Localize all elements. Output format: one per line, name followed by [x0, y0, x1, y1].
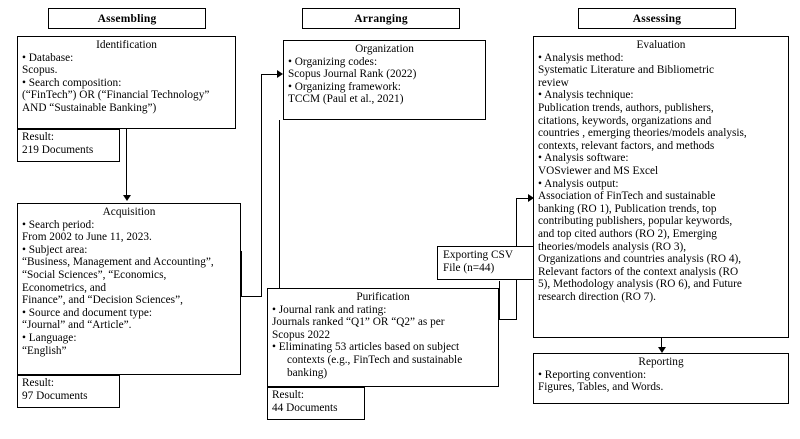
connector-acquisition-to-organization-vertical	[261, 74, 262, 296]
box-evaluation-line-4: • Analysis technique:	[538, 89, 634, 102]
box-purification-line-3: Scopus 2022	[272, 328, 331, 341]
box-evaluation-line-18: Relevant factors of the context analysis…	[538, 265, 739, 278]
connector-csv-to-evaluation-horizontal	[516, 198, 530, 199]
box-reporting-title: Reporting	[638, 356, 684, 368]
box-acquisition-line-4: “Business, Management and Accounting”,	[22, 256, 214, 269]
column-header-assessing: Assessing	[578, 8, 736, 29]
column-header-assembling-label: Assembling	[97, 12, 157, 25]
box-evaluation-line-8: contexts, relevant factors, and methods	[538, 139, 715, 152]
box-evaluation-line-10: VOSviewer and MS Excel	[538, 164, 659, 177]
box-evaluation-line-14: contributing publishers, popular keyword…	[538, 215, 733, 228]
box-acquisition-line-10: • Language:	[22, 331, 77, 344]
result-value-purification: 44 Documents	[272, 401, 338, 414]
box-evaluation-line-7: countries , emerging theories/models ana…	[538, 127, 747, 140]
result-label-acquisition: Result:	[22, 377, 55, 389]
box-acquisition-line-9: “Journal” and “Article”.	[22, 319, 132, 332]
box-evaluation: Evaluation • Analysis method: Systematic…	[533, 36, 789, 338]
box-organization: Organization • Organizing codes: Scopus …	[283, 40, 486, 120]
exporting-csv-line-2: File (n=44)	[443, 262, 495, 274]
connector-acquisition-to-organization-horizontal	[261, 74, 279, 75]
box-evaluation-line-2: Systematic Literature and Bibliometric	[538, 64, 714, 77]
box-evaluation-title: Evaluation	[636, 39, 686, 51]
result-box-acquisition: Result: 97 Documents	[17, 375, 120, 408]
box-evaluation-line-6: citations, keywords, organizations and	[538, 114, 712, 127]
box-acquisition-line-3: • Subject area:	[22, 243, 88, 256]
box-identification-line-4: (“FinTech”) OR (“Financial Technology”	[22, 89, 210, 102]
box-acquisition-line-2: From 2002 to June 11, 2023.	[22, 231, 152, 244]
arrowhead-csv-to-evaluation	[528, 194, 534, 202]
box-purification-line-1: • Journal rank and rating:	[272, 303, 387, 316]
result-label-identification: Result:	[22, 131, 55, 143]
result-label-purification: Result:	[272, 389, 305, 401]
column-header-arranging-label: Arranging	[354, 12, 408, 25]
result-value-identification: 219 Documents	[22, 143, 94, 156]
column-header-assembling: Assembling	[48, 8, 206, 29]
connector-acquisition-top-stub	[241, 251, 242, 252]
box-purification: Purification • Journal rank and rating: …	[267, 288, 499, 387]
connector-evaluation-to-reporting	[661, 338, 662, 348]
box-evaluation-line-16: theories/models analysis (RO 3),	[538, 240, 687, 253]
box-organization-line-1: • Organizing codes:	[288, 55, 378, 68]
box-reporting: Reporting • Reporting convention: Figure…	[533, 353, 789, 404]
arrowhead-acquisition-to-organization	[277, 70, 283, 78]
box-acquisition-line-1: • Search period:	[22, 218, 95, 231]
box-organization-title: Organization	[355, 43, 414, 55]
box-identification-line-2: Scopus.	[22, 64, 58, 77]
exporting-csv-line-1: Exporting CSV	[443, 249, 513, 261]
connector-organization-to-purification	[279, 120, 280, 288]
box-identification-line-5: AND “Sustainable Banking”)	[22, 101, 157, 114]
box-identification-title: Identification	[96, 39, 157, 51]
box-identification-line-3: • Search composition:	[22, 76, 122, 89]
result-box-identification: Result: 219 Documents	[17, 129, 120, 162]
arrowhead-identification-to-acquisition	[123, 195, 131, 201]
box-purification-line-2: Journals ranked “Q1” OR “Q2” as per	[272, 316, 445, 329]
box-reporting-line-1: • Reporting convention:	[538, 368, 647, 381]
box-organization-line-3: • Organizing framework:	[288, 80, 401, 93]
box-acquisition-line-11: “English”	[22, 344, 67, 357]
box-acquisition-line-8: • Source and document type:	[22, 306, 153, 319]
box-evaluation-line-12: Association of FinTech and sustainable	[538, 190, 716, 203]
box-evaluation-line-13: banking (RO 1), Publication trends, top	[538, 202, 717, 215]
connector-identification-to-acquisition	[126, 129, 127, 195]
box-evaluation-line-11: • Analysis output:	[538, 177, 619, 190]
box-evaluation-line-20: research direction (RO 7).	[538, 290, 656, 303]
connector-acquisition-right-riser	[241, 251, 242, 297]
arrowhead-evaluation-to-reporting	[658, 347, 666, 353]
box-reporting-line-2: Figures, Tables, and Words.	[538, 381, 664, 394]
box-evaluation-line-17: Organizations and countries analysis (RO…	[538, 253, 742, 266]
connector-csv-to-evaluation-bottom	[499, 319, 517, 320]
box-exporting-csv: Exporting CSV File (n=44)	[437, 246, 534, 280]
box-purification-title: Purification	[356, 291, 410, 303]
column-header-assessing-label: Assessing	[632, 12, 682, 25]
box-evaluation-line-5: Publication trends, authors, publishers,	[538, 101, 714, 114]
column-header-arranging: Arranging	[302, 8, 460, 29]
box-acquisition-line-5: “Social Sciences”, “Economics,	[22, 268, 167, 281]
result-value-acquisition: 97 Documents	[22, 389, 88, 402]
connector-purification-right-riser	[499, 281, 500, 319]
box-evaluation-line-1: • Analysis method:	[538, 51, 624, 64]
box-acquisition-line-6: Econometrics, and	[22, 281, 107, 294]
box-evaluation-line-19: 5), Methodology analysis (RO 6), and Fut…	[538, 278, 742, 291]
box-purification-line-4: • Eliminating 53 articles based on subje…	[272, 341, 463, 379]
box-acquisition-line-7: Finance”, and “Decision Sciences”,	[22, 294, 183, 307]
box-identification-line-1: • Database:	[22, 51, 74, 64]
connector-acquisition-right-stub	[241, 296, 262, 297]
box-evaluation-line-15: and top cited authors (RO 2), Emerging	[538, 227, 717, 240]
box-identification: Identification • Database: Scopus. • Sea…	[17, 36, 236, 129]
box-organization-line-2: Scopus Journal Rank (2022)	[288, 68, 417, 81]
result-box-purification: Result: 44 Documents	[267, 387, 365, 420]
box-evaluation-line-9: • Analysis software:	[538, 152, 629, 165]
box-organization-line-4: TCCM (Paul et al., 2021)	[288, 93, 404, 106]
box-evaluation-line-3: review	[538, 76, 569, 89]
box-acquisition-title: Acquisition	[102, 206, 156, 218]
box-acquisition: Acquisition • Search period: From 2002 t…	[17, 203, 241, 375]
